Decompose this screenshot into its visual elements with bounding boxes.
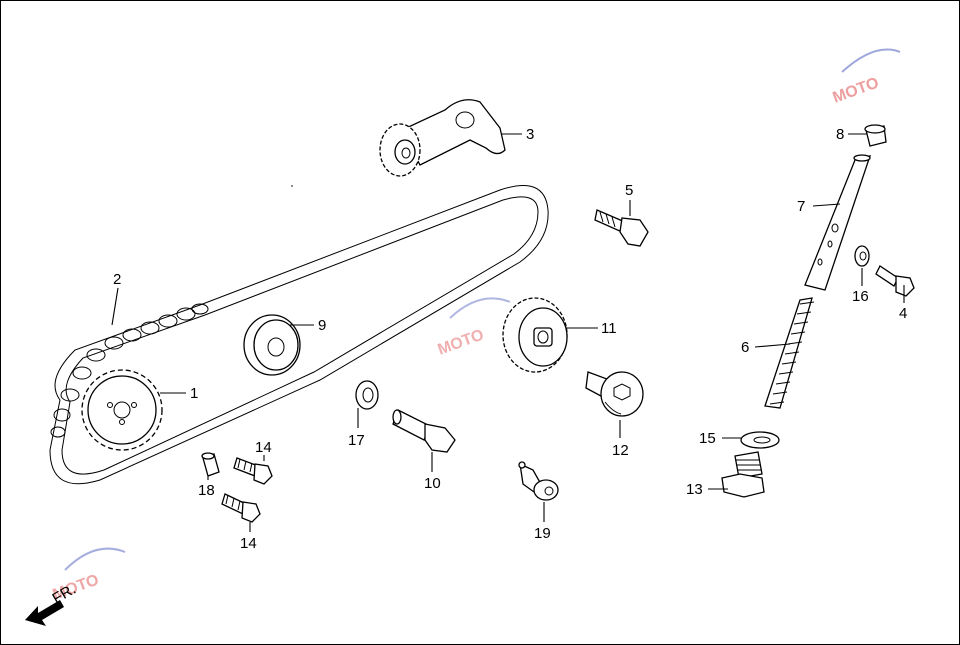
callout-8: 8 (836, 126, 844, 143)
screw-19 (518, 461, 559, 501)
bolt-14-upper (233, 457, 273, 485)
plug-bolt-13 (721, 451, 765, 498)
callout-2: 2 (113, 271, 121, 288)
callout-3: 3 (526, 126, 534, 143)
chain-guide-roller (243, 314, 301, 376)
callout-5: 5 (625, 182, 633, 199)
bolt-10 (392, 409, 456, 453)
crank-sprocket (81, 369, 163, 451)
callout-14-lower: 14 (240, 535, 257, 552)
leader-lines (111, 133, 905, 532)
callout-15: 15 (699, 430, 716, 447)
bolt-14-lower (221, 493, 261, 523)
bolt-4 (875, 265, 915, 297)
watermark-text: MOTO (831, 74, 882, 106)
washer-17 (355, 380, 379, 410)
callout-1: 1 (190, 385, 198, 402)
cap-8 (864, 124, 887, 147)
callout-13: 13 (686, 481, 703, 498)
callout-11: 11 (601, 320, 617, 337)
guide-roller-11 (502, 297, 568, 373)
dowel-pin-18 (201, 452, 220, 477)
callout-14-upper: 14 (255, 439, 272, 456)
callout-19: 19 (534, 525, 551, 542)
callout-6: 6 (741, 339, 749, 356)
tensioner-arm (379, 99, 506, 177)
callout-16: 16 (852, 288, 869, 305)
washer-16 (854, 245, 870, 267)
watermark-logo: MOTO (436, 297, 511, 359)
watermark-text: MOTO (436, 326, 487, 358)
callout-18: 18 (198, 482, 215, 499)
pivot-bolt-12 (585, 371, 644, 417)
callout-17: 17 (348, 432, 365, 449)
cam-chain (49, 185, 549, 485)
callout-12: 12 (612, 442, 629, 459)
watermark-logo: MOTO (831, 48, 901, 107)
washer-15 (740, 431, 780, 449)
callout-10: 10 (424, 475, 441, 492)
callout-7: 7 (797, 198, 805, 215)
callout-4: 4 (899, 305, 907, 322)
spring-6 (764, 297, 815, 409)
bolt-5 (594, 209, 649, 247)
dot-mark (291, 185, 293, 187)
callout-9: 9 (318, 317, 326, 334)
tensioner-body-7 (804, 154, 872, 291)
